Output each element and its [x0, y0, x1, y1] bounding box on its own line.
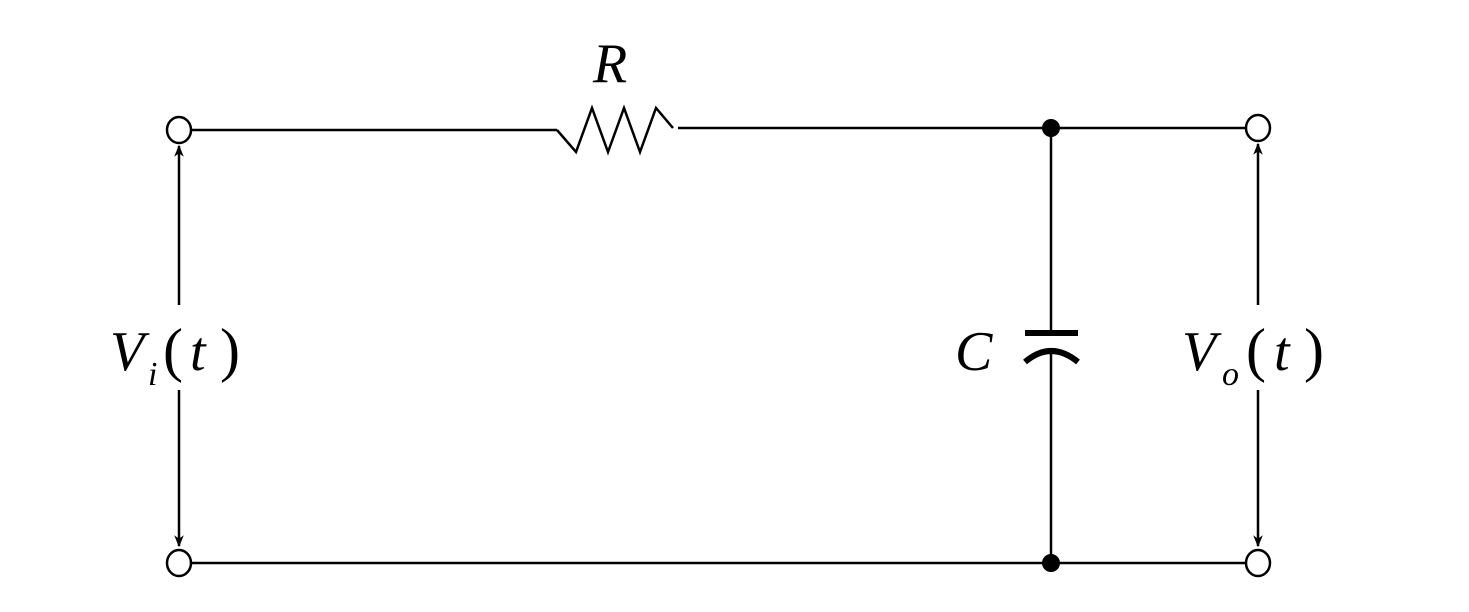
resistor-label: R [592, 33, 627, 95]
output-voltage-subscript: o [1222, 356, 1239, 393]
input-terminal-bottom [165, 548, 193, 578]
resistor [556, 104, 674, 156]
node-dot-bottom [1042, 554, 1060, 572]
output-terminal-top [1244, 113, 1272, 143]
capacitor-plate-flat [1025, 330, 1078, 336]
input-open-paren: ( [163, 317, 183, 383]
node-dot-top [1042, 119, 1060, 137]
input-terminal-top [165, 115, 193, 145]
input-voltage-label: V i ( t ) [110, 317, 240, 393]
output-voltage-label: V o ( t ) [1182, 317, 1324, 393]
output-close-paren: ) [1304, 317, 1324, 383]
input-close-paren: ) [220, 317, 240, 383]
output-terminal-bottom [1244, 548, 1272, 578]
output-arg: t [1274, 321, 1291, 383]
capacitor-label: C [955, 321, 993, 383]
input-arg: t [190, 321, 207, 383]
output-voltage-symbol: V [1182, 321, 1222, 383]
output-open-paren: ( [1246, 317, 1266, 383]
input-voltage-symbol: V [110, 321, 150, 383]
capacitor-plate-curved [1023, 348, 1080, 365]
input-voltage-subscript: i [148, 356, 157, 393]
